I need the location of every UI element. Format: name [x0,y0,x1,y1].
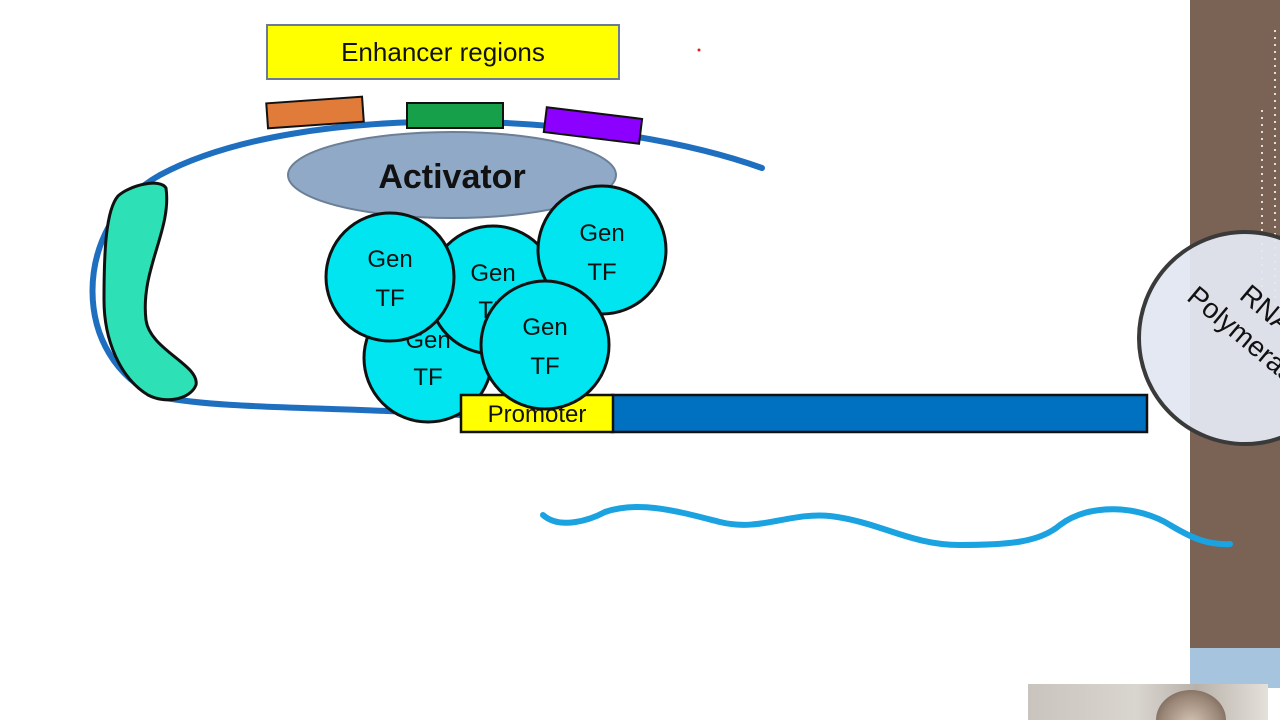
svg-text:Gen: Gen [522,314,567,341]
enhancer-block-purple [542,106,644,145]
enhancer-block-green [406,102,504,129]
activator-label: Activator [378,158,525,196]
activator: Activator [287,131,617,219]
slide-side-bar-bottom [1190,648,1280,688]
presenter-face [1156,690,1226,720]
svg-text:TF: TF [530,353,559,380]
gen-tf-bottom-right: Gen TF [479,279,611,411]
svg-text:TF: TF [587,259,616,286]
gen-tf-upper-left: Gen TF [324,211,456,343]
side-bar-lines [1261,30,1276,330]
gene-body [610,393,1149,434]
mediator-blob [102,181,198,402]
svg-text:TF: TF [413,364,442,391]
mrna-transcript [540,504,1233,549]
svg-text:TF: TF [375,285,404,312]
annotation-dot [697,48,701,52]
enhancer-regions-label: Enhancer regions [341,37,545,67]
svg-text:Gen: Gen [367,246,412,273]
webcam-overlay [1028,684,1268,720]
svg-text:Gen: Gen [579,220,624,247]
enhancer-regions-box: Enhancer regions [266,24,620,80]
enhancer-block-orange [265,95,365,130]
svg-text:Gen: Gen [470,260,515,287]
rna-polymerase: RNA Polymerase [1137,230,1280,446]
